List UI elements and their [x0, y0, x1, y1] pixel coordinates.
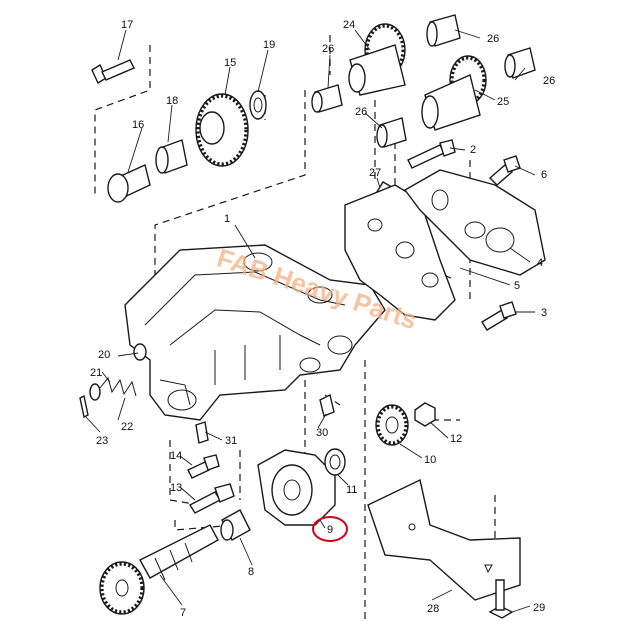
callout-13: 13 [170, 482, 182, 494]
callout-28: 28 [427, 603, 439, 615]
pump-driven-gear [375, 404, 409, 446]
callout-labels: 1 2 3 4 5 6 7 8 9 10 11 12 13 14 15 16 1… [90, 19, 555, 619]
bolt-30 [319, 393, 335, 417]
callout-29: 29 [533, 602, 545, 614]
callout-24: 24 [343, 19, 355, 31]
callout-9: 9 [327, 524, 333, 536]
pump-bolt-14 [187, 454, 220, 479]
callout-26b: 26 [543, 75, 555, 87]
bolt-3 [481, 301, 517, 331]
drive-shaft-bushing [220, 509, 251, 541]
callout-4: 4 [537, 257, 543, 269]
callout-12: 12 [450, 433, 462, 445]
callout-leaders [84, 29, 536, 613]
lower-drive-gear [421, 55, 487, 131]
bolt-31 [195, 421, 209, 444]
pump-drive-gear-shaft [99, 524, 219, 615]
bolt-6 [488, 155, 521, 186]
callout-7: 7 [180, 607, 186, 619]
callout-17: 17 [121, 19, 133, 31]
highlight-circle-9 [312, 516, 348, 542]
oil-strainer-bracket [367, 478, 521, 601]
callout-23: 23 [96, 435, 108, 447]
callout-26d: 26 [355, 106, 367, 118]
idler-gear [195, 93, 249, 167]
idler-bolt [91, 59, 135, 85]
pump-shaft-bushing [324, 448, 346, 476]
callout-31: 31 [225, 435, 237, 447]
relief-valve-seat [133, 343, 147, 361]
upper-drive-gear [348, 23, 406, 96]
pump-nut [414, 402, 436, 427]
callout-30: 30 [316, 427, 328, 439]
callout-20: 20 [98, 349, 110, 361]
callout-18: 18 [166, 95, 178, 107]
pump-rotor-housing [257, 449, 336, 526]
idler-bushing [155, 139, 188, 174]
callout-8: 8 [248, 566, 254, 578]
relief-valve-plug [89, 383, 101, 401]
idler-shaft [107, 164, 151, 203]
callout-19: 19 [263, 39, 275, 51]
callout-27: 27 [369, 167, 381, 179]
thrust-washer [249, 90, 267, 120]
relief-valve-spring [99, 376, 137, 397]
assembly-guide-lines [94, 35, 496, 620]
bearing-bushings [311, 14, 536, 148]
callout-16: 16 [132, 119, 144, 131]
callout-15: 15 [224, 57, 236, 69]
callout-10: 10 [424, 454, 436, 466]
relief-valve-pin [79, 394, 89, 419]
callout-3: 3 [541, 307, 547, 319]
callout-14: 14 [170, 450, 182, 462]
bolt-2 [407, 139, 456, 169]
pump-bolt-13 [189, 483, 235, 514]
callout-21: 21 [90, 367, 102, 379]
callout-1: 1 [224, 213, 230, 225]
callout-22: 22 [121, 421, 133, 433]
callout-26a: 26 [487, 33, 499, 45]
callout-26c: 26 [322, 43, 334, 55]
callout-6: 6 [541, 169, 547, 181]
pump-body [403, 169, 546, 276]
oil-pump-housing [124, 244, 386, 421]
callout-25: 25 [497, 96, 509, 108]
callout-11: 11 [346, 484, 357, 496]
callout-2: 2 [470, 144, 476, 156]
callout-5: 5 [514, 280, 520, 292]
